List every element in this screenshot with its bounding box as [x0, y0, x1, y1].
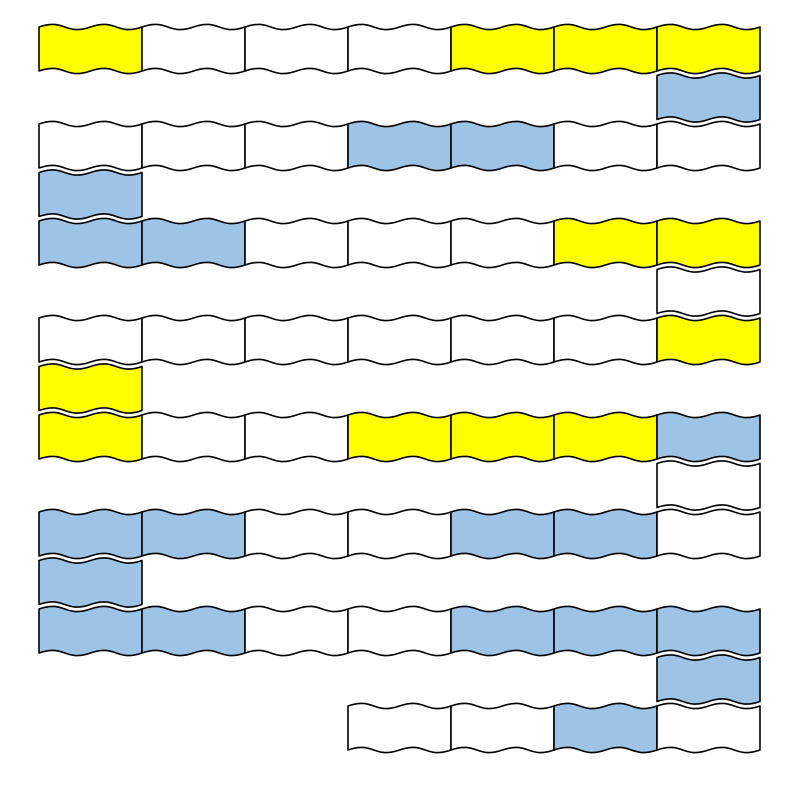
tile-white: [244, 508, 349, 560]
tile-white: [347, 702, 452, 754]
tile-blue: [553, 702, 658, 754]
tile-white: [244, 217, 349, 269]
tile-blue: [141, 217, 246, 269]
tile-white: [450, 314, 555, 366]
tile-blue: [38, 605, 143, 657]
tile-blue: [656, 605, 761, 657]
tile-yellow: [553, 217, 658, 269]
tile-blue: [450, 605, 555, 657]
tile-yellow: [38, 23, 143, 75]
tile-blue: [553, 605, 658, 657]
tile-white: [450, 217, 555, 269]
tile-white: [656, 460, 761, 511]
tile-yellow: [656, 23, 761, 75]
tile-white: [553, 120, 658, 172]
tile-blue: [656, 411, 761, 463]
tile-white: [141, 411, 246, 463]
tile-white: [244, 120, 349, 172]
tile-white: [244, 23, 349, 75]
tile-blue: [553, 508, 658, 560]
tile-yellow: [450, 23, 555, 75]
tile-blue: [450, 508, 555, 560]
tile-blue: [38, 557, 143, 608]
tile-white: [38, 120, 143, 172]
tile-white: [244, 314, 349, 366]
tile-white: [38, 314, 143, 366]
tile-blue: [656, 72, 761, 123]
tile-white: [244, 605, 349, 657]
tile-blue: [38, 169, 143, 220]
tile-white: [450, 702, 555, 754]
tile-yellow: [38, 411, 143, 463]
tile-yellow: [347, 411, 452, 463]
tile-white: [347, 508, 452, 560]
tile-yellow: [38, 363, 143, 414]
tile-white: [244, 411, 349, 463]
tile-white: [656, 702, 761, 754]
tile-yellow: [656, 217, 761, 269]
tile-blue: [141, 605, 246, 657]
tile-blue: [38, 508, 143, 560]
tile-white: [347, 23, 452, 75]
tile-white: [347, 314, 452, 366]
tile-white: [347, 605, 452, 657]
tile-blue: [38, 217, 143, 269]
tile-white: [656, 120, 761, 172]
tile-blue: [450, 120, 555, 172]
tile-white: [553, 314, 658, 366]
tile-yellow: [656, 314, 761, 366]
tile-yellow: [553, 23, 658, 75]
tile-white: [656, 266, 761, 317]
tile-blue: [656, 654, 761, 705]
tile-blue: [141, 508, 246, 560]
tile-blue: [347, 120, 452, 172]
tile-white: [347, 217, 452, 269]
tile-white: [656, 508, 761, 560]
tile-white: [141, 23, 246, 75]
tile-yellow: [553, 411, 658, 463]
tile-white: [141, 120, 246, 172]
tile-white: [141, 314, 246, 366]
tile-yellow: [450, 411, 555, 463]
